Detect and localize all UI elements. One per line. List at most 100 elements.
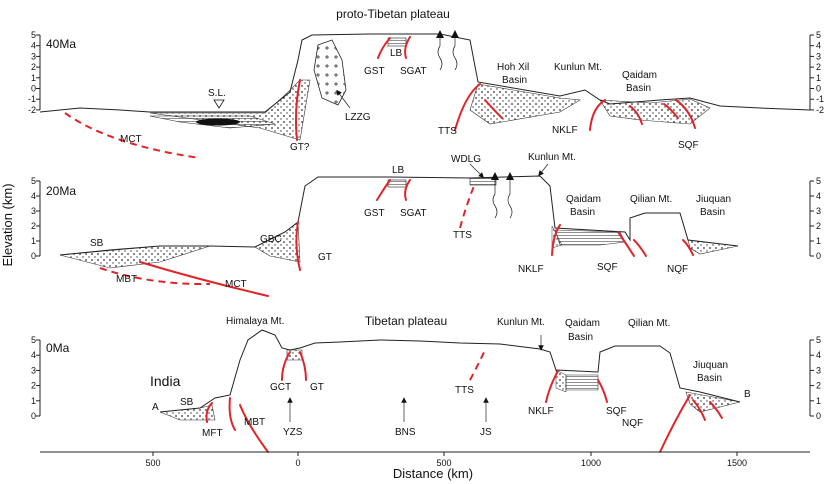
- label-nqf: NQF: [667, 264, 688, 275]
- jiuquan-basin-fill-0: [685, 391, 741, 413]
- label-jiuquan-basin: Basin: [700, 207, 725, 218]
- lb-basin-fill-20: [387, 179, 407, 188]
- elevation-tick-label: 3: [31, 206, 36, 216]
- wdlg-arrow: [469, 163, 484, 178]
- qaidam-basin-fill-0: [565, 374, 599, 391]
- elevation-tick-label: 3: [31, 51, 36, 61]
- nklf-fault-20: [551, 224, 561, 256]
- label-sqf: SQF: [597, 262, 618, 273]
- elevation-tick-label: 0: [816, 251, 821, 261]
- black-lens: [196, 118, 240, 126]
- elevation-tick-label: 5: [31, 335, 36, 345]
- label-sqf: SQF: [678, 140, 699, 151]
- sqf-fault-0: [597, 379, 608, 403]
- label-sb: SB: [90, 238, 104, 249]
- gct-fault: [281, 351, 291, 381]
- distance-tick-label: 1000: [581, 458, 601, 468]
- label-kunlun: Kunlun Mt.: [497, 317, 545, 328]
- gt-fault-20: [295, 221, 301, 271]
- label-sb: SB: [180, 397, 194, 408]
- label-lzzg: LZZG: [345, 112, 371, 123]
- label-hohxil: Hoh Xil: [497, 62, 529, 73]
- intrusion-symbol-2: [452, 38, 458, 71]
- label-a: A: [152, 402, 159, 413]
- foreland-basin-fill: [149, 79, 311, 141]
- elevation-tick-label: 2: [816, 62, 821, 72]
- label-qilian: Qilian Mt.: [628, 318, 670, 329]
- elevation-tick-label: 1: [816, 236, 821, 246]
- qaidam-inner-fault: [663, 103, 679, 119]
- elevation-tick-label: 4: [31, 41, 36, 51]
- elevation-tick-label: 2: [816, 381, 821, 391]
- gst-fault-40: [377, 37, 391, 59]
- nqf-fault-0: [659, 394, 691, 453]
- label-tts: TTS: [438, 126, 457, 137]
- mbt-fault-0: [228, 397, 236, 431]
- label-jiuquan: Jiuquan: [693, 360, 728, 371]
- label-qilian: Qilian Mt.: [630, 194, 672, 205]
- nklf-fault-40: [589, 99, 606, 131]
- elevation-tick-label: 5: [816, 335, 821, 345]
- jiuquan-basin-fill-20: [687, 239, 739, 255]
- elevation-tick-label: 3: [816, 206, 821, 216]
- elevation-tick-label: 4: [816, 41, 821, 51]
- elevation-tick-label: 1: [816, 396, 821, 406]
- sea-level-triangle: [213, 99, 225, 109]
- panel-age-label: 20Ma: [46, 184, 76, 198]
- sgat-fault-20: [404, 179, 411, 201]
- label-js: JS: [480, 427, 492, 438]
- label-qaidam: Qaidam: [565, 318, 600, 329]
- label-hohxil-basin: Basin: [502, 75, 527, 86]
- distance-tick-label: 1500: [727, 458, 747, 468]
- elevation-tick-label: 0: [31, 84, 36, 94]
- elevation-tick-label: 0: [31, 411, 36, 421]
- label-b: B: [744, 389, 751, 400]
- elevation-tick-label: 3: [31, 365, 36, 375]
- label-lb: LB: [390, 48, 403, 59]
- kunlun-arrow-20: [538, 163, 549, 177]
- elevation-tick-label: 0: [816, 84, 821, 94]
- qaidam-dots-20: [551, 225, 563, 249]
- elevation-tick-label: 2: [31, 381, 36, 391]
- label-qaidam-basin: Basin: [626, 83, 651, 94]
- hohxil-fault-b: [484, 99, 503, 119]
- qaidam-basin-fill-20: [554, 229, 626, 246]
- label-wdlg: WDLG: [451, 154, 481, 165]
- label-yzs: YZS: [283, 427, 303, 438]
- elevation-tick-label: 1: [816, 73, 821, 83]
- label-himalaya: Himalaya Mt.: [226, 316, 284, 327]
- elevation-tick-label: -2: [816, 105, 824, 115]
- sb-basin-fill: [59, 245, 211, 269]
- tts-fault-0: [469, 347, 487, 381]
- label-sgat: SGAT: [400, 208, 426, 219]
- elevation-tick-label: 2: [816, 221, 821, 231]
- panel-age-label: 40Ma: [46, 37, 76, 51]
- label-gbc: GBC: [260, 234, 282, 245]
- label-sgat: SGAT: [400, 66, 426, 77]
- elevation-tick-label: 1: [31, 236, 36, 246]
- panel-20ma: 20Ma LB WDLG Kunlun Mt. SB GBC GT GST SG…: [46, 152, 739, 297]
- elevation-tick-label: 0: [31, 251, 36, 261]
- label-nklf: NKLF: [518, 264, 544, 275]
- elevation-tick-label: 3: [816, 51, 821, 61]
- elevation-tick-label: 2: [31, 62, 36, 72]
- elevation-tick-label: 0: [816, 411, 821, 421]
- jiuquan-fault-a: [692, 399, 706, 421]
- intrusion-symbol-4: [507, 180, 513, 219]
- label-qaidam-basin: Basin: [568, 332, 593, 343]
- mct-fault-20: [139, 261, 269, 297]
- mct-fault-40: [64, 112, 201, 159]
- tts-fault-20: [459, 185, 475, 229]
- topographic-profile-20: [59, 175, 739, 256]
- mft-fault: [205, 402, 213, 423]
- jiuquan-fault-b: [709, 401, 723, 419]
- elevation-tick-label: 2: [31, 221, 36, 231]
- sqf-fault-20: [617, 231, 635, 257]
- elevation-tick-label: 5: [31, 176, 36, 186]
- intrusion-symbol-1: [437, 38, 443, 71]
- label-mft: MFT: [202, 428, 223, 439]
- label-qaidam: Qaidam: [622, 70, 657, 81]
- label-lb: LB: [392, 165, 405, 176]
